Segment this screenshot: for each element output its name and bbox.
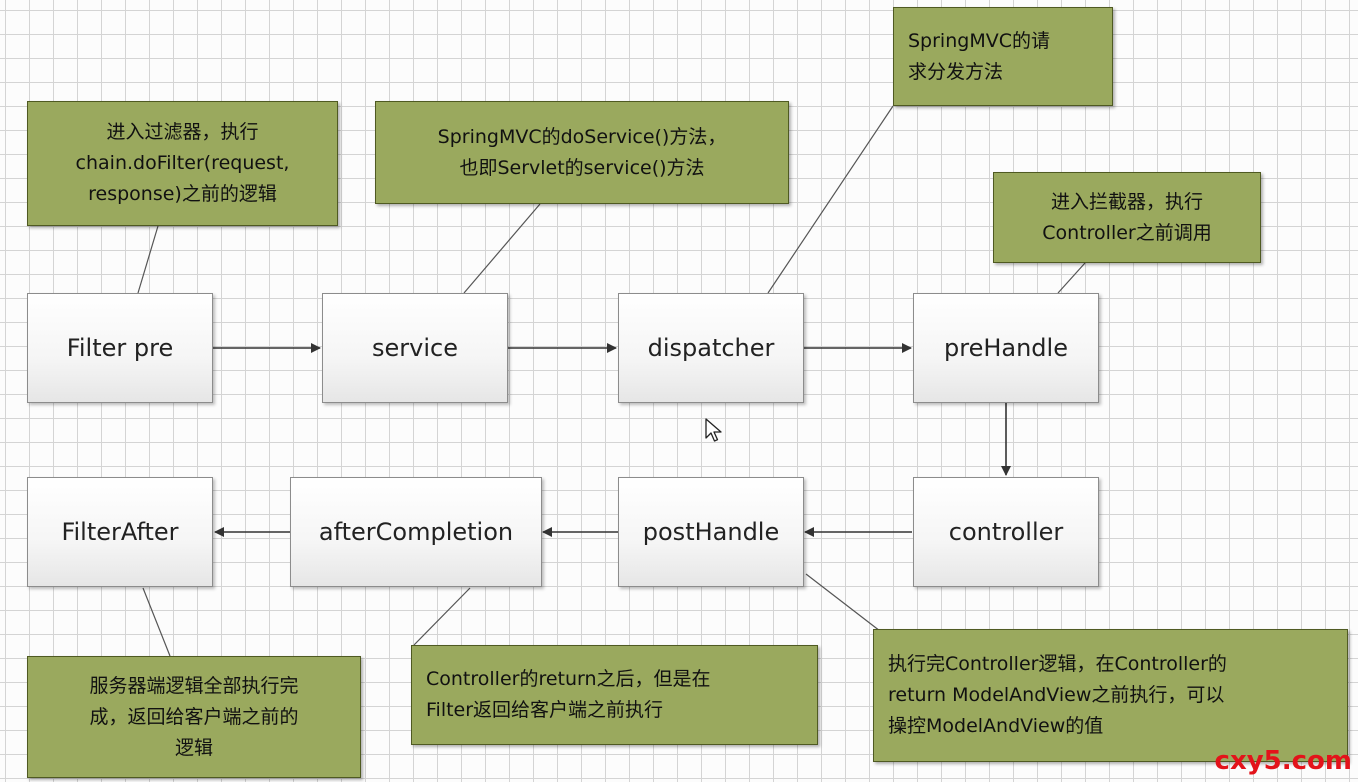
node-label: preHandle xyxy=(944,334,1068,362)
node-filter-pre: Filter pre xyxy=(27,293,213,403)
node-dispatcher: dispatcher xyxy=(618,293,804,403)
note-line: 执行完Controller逻辑，在Controller的 xyxy=(888,653,1227,675)
callout-line-aftercompletion xyxy=(413,587,471,646)
note-line: chain.doFilter(request, xyxy=(75,152,290,174)
node-controller: controller xyxy=(913,477,1099,587)
note-line: return ModelAndView之前执行，可以 xyxy=(888,684,1225,706)
note-filterafter: 服务器端逻辑全部执行完 成，返回给客户端之前的 逻辑 xyxy=(27,656,361,778)
node-aftercompletion: afterCompletion xyxy=(290,477,542,587)
note-line: SpringMVC的请 xyxy=(908,29,1050,52)
node-service: service xyxy=(322,293,508,403)
node-label: controller xyxy=(948,518,1064,546)
note-line: 也即Servlet的service()方法 xyxy=(459,156,705,179)
note-line: response)之前的逻辑 xyxy=(88,183,277,205)
note-line: Controller的return之后，但是在 xyxy=(426,668,711,690)
callout-line-posthandle xyxy=(805,573,881,632)
note-aftercompletion: Controller的return之后，但是在 Filter返回给客户端之前执行 xyxy=(411,645,818,745)
callout-line-dispatcher xyxy=(767,105,894,294)
callout-line-filterafter xyxy=(142,587,171,657)
callout-line-filter-pre xyxy=(137,225,159,294)
note-dispatcher: SpringMVC的请 求分发方法 xyxy=(893,7,1113,106)
note-line: 操控ModelAndView的值 xyxy=(888,715,1104,737)
note-line: 进入过滤器，执行 xyxy=(106,121,259,143)
note-prehandle: 进入拦截器，执行 Controller之前调用 xyxy=(993,172,1261,263)
node-filterafter: FilterAfter xyxy=(27,477,213,587)
callout-line-prehandle xyxy=(1057,262,1086,294)
note-posthandle: 执行完Controller逻辑，在Controller的 return Mode… xyxy=(873,629,1348,762)
note-line: 进入拦截器，执行 xyxy=(1050,190,1203,213)
node-label: FilterAfter xyxy=(61,518,179,546)
node-label: Filter pre xyxy=(66,334,174,362)
node-label: dispatcher xyxy=(647,334,775,362)
note-line: 成，返回给客户端之前的 xyxy=(89,705,299,728)
node-posthandle: postHandle xyxy=(618,477,804,587)
node-prehandle: preHandle xyxy=(913,293,1099,403)
mouse-pointer-icon xyxy=(705,418,722,442)
note-line: Controller之前调用 xyxy=(1042,221,1212,244)
note-filter-pre: 进入过滤器，执行 chain.doFilter(request, respons… xyxy=(27,101,338,226)
note-line: 逻辑 xyxy=(174,736,213,759)
watermark-logo: cxy5.com xyxy=(1214,746,1352,776)
note-line: Filter返回给客户端之前执行 xyxy=(426,699,664,721)
note-line: 服务器端逻辑全部执行完 xyxy=(89,674,299,697)
node-label: afterCompletion xyxy=(318,518,514,546)
node-label: postHandle xyxy=(642,518,780,546)
node-label: service xyxy=(372,334,458,362)
note-service: SpringMVC的doService()方法， 也即Servlet的servi… xyxy=(375,101,789,204)
note-line: 求分发方法 xyxy=(908,60,1004,83)
callout-line-service xyxy=(463,203,541,294)
note-line: SpringMVC的doService()方法， xyxy=(437,125,727,148)
